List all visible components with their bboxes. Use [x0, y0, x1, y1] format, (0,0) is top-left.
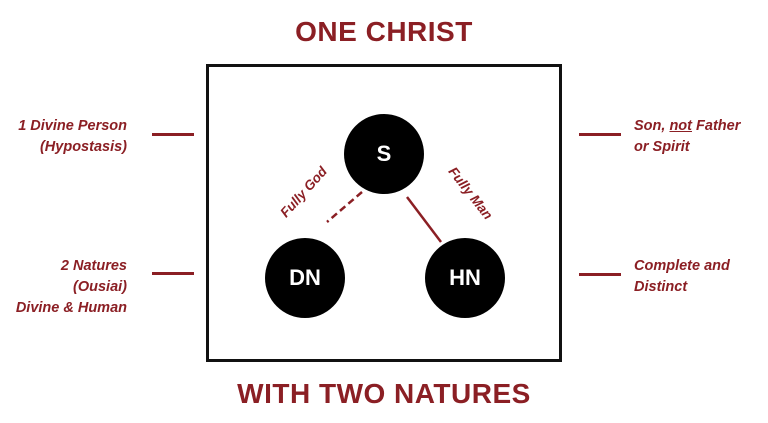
- left-label-natures-line: (Ousiai): [73, 279, 127, 295]
- right-son-dash: [579, 133, 621, 136]
- right-label-son: Son, not Father or Spirit: [634, 116, 740, 158]
- right-label-son-suffix: Father: [692, 118, 741, 134]
- divine-nature-node: DN: [265, 238, 345, 318]
- human-nature-node: HN: [425, 238, 505, 318]
- right-natures-dash: [579, 273, 621, 276]
- left-label-person-line: (Hypostasis): [39, 139, 127, 155]
- right-label-natures-line: Complete and: [634, 258, 730, 274]
- diagram-subtitle: WITH TWO NATURES: [237, 378, 531, 409]
- left-label-natures: 2 Natures (Ousiai) Divine & Human: [16, 256, 127, 319]
- left-label-person: 1 Divine Person (Hypostasis): [18, 116, 127, 158]
- left-person-dash: [152, 133, 194, 136]
- right-label-son-prefix: Son,: [634, 118, 670, 134]
- right-label-son-line: Son, not Father: [634, 116, 740, 137]
- right-label-son-line: or Spirit: [634, 139, 690, 155]
- right-label-natures: Complete and Distinct: [634, 256, 730, 298]
- diagram-frame: [206, 64, 562, 362]
- diagram-title: ONE CHRIST: [295, 16, 473, 47]
- left-label-natures-line: 2 Natures: [60, 258, 127, 274]
- left-label-natures-line: Divine & Human: [15, 300, 127, 316]
- left-label-person-line: 1 Divine Person: [18, 118, 127, 134]
- son-node: S: [344, 114, 424, 194]
- left-natures-dash: [152, 272, 194, 275]
- right-label-son-emphasis: not: [669, 118, 692, 134]
- right-label-natures-line: Distinct: [634, 279, 688, 295]
